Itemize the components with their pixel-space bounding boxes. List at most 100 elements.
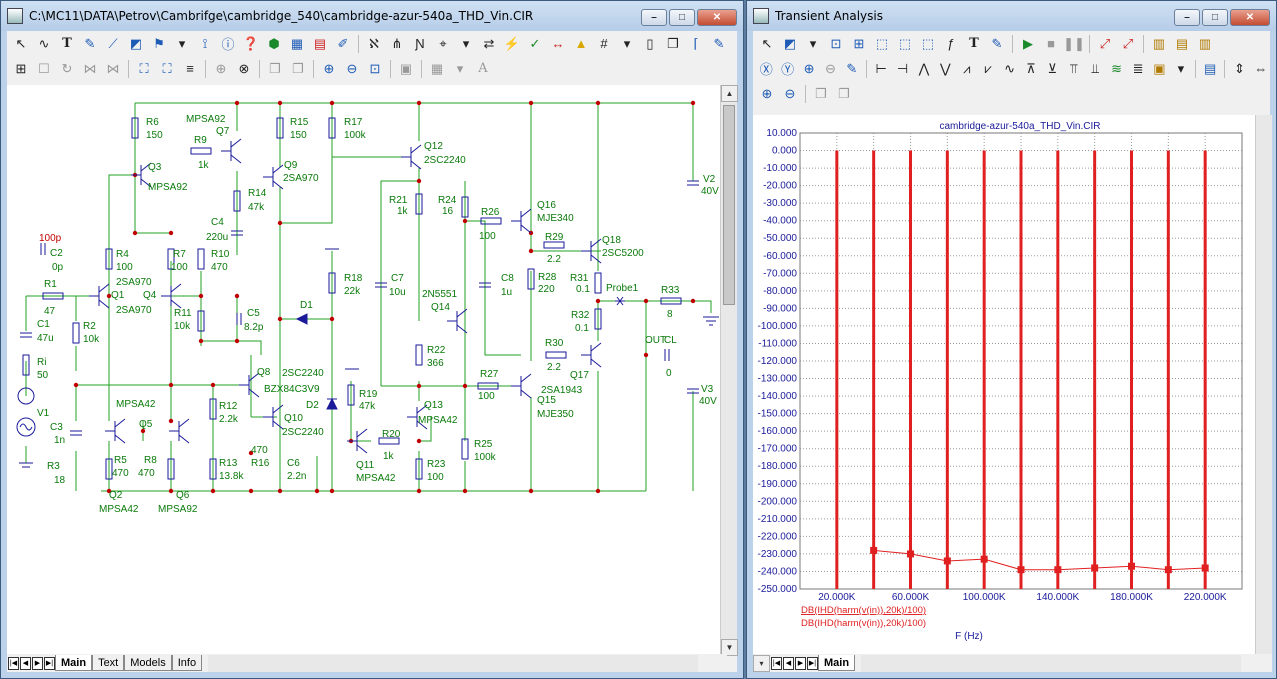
global-low-icon[interactable]: ⊻ (1047, 60, 1058, 76)
plot-tab-last-icon[interactable]: ▶| (807, 656, 818, 670)
conditions-icon[interactable]: ▾ (462, 35, 470, 51)
plot-paste-icon[interactable]: ❐ (838, 85, 850, 101)
animate-step-icon[interactable]: ⤢ (1122, 35, 1134, 51)
print-icon[interactable]: ▣ (399, 60, 413, 76)
same-y-icon[interactable]: ⇕ (1234, 60, 1245, 76)
dropdown-arrow-icon[interactable]: ▾ (178, 35, 186, 51)
node-voltages-icon[interactable]: ⋔ (391, 35, 403, 51)
tab-main[interactable]: Main (55, 655, 93, 671)
schematic-titlebar[interactable]: C:\MC11\DATA\Petrov\Cambrifge\cambridge_… (1, 1, 743, 31)
diagonal-wire-icon[interactable]: ⟋ (108, 35, 118, 51)
check-icon[interactable]: ✓ (529, 35, 541, 51)
tab-prev-icon[interactable]: ◀ (20, 656, 31, 670)
down-icon[interactable]: ⊕ (215, 60, 227, 76)
peak-icon[interactable]: ⋀ (918, 60, 930, 76)
maximize-button[interactable]: □ (669, 9, 695, 26)
properties-icon[interactable]: ✎ (713, 35, 725, 51)
text-mode-icon[interactable]: T (62, 36, 72, 51)
scroll-up-button[interactable]: ▲ (721, 85, 738, 102)
find-next-icon[interactable]: ⛶ (162, 60, 172, 76)
horizontal-tag-icon[interactable]: ⬚ (898, 35, 912, 51)
plot-tab-main[interactable]: Main (818, 655, 856, 671)
pin-connect-icon[interactable]: ⇄ (483, 35, 495, 51)
node-icon[interactable]: ⬢ (268, 35, 280, 51)
tab-last-icon[interactable]: ▶| (44, 656, 55, 670)
list-icon[interactable]: ▤ (1204, 60, 1217, 76)
plot-maximize-button[interactable]: □ (1202, 9, 1228, 26)
plot-hscroll[interactable] (861, 654, 1242, 672)
vertical-tag-icon[interactable]: ⬚ (921, 35, 935, 51)
power-icon[interactable]: ⌖ (439, 35, 447, 51)
select-mode-icon[interactable]: ↖ (15, 35, 27, 51)
plot-page-3-icon[interactable]: ▥ (1198, 35, 1212, 51)
scale-icon[interactable]: ⊡ (830, 35, 842, 51)
copy-page-icon[interactable]: ❐ (667, 35, 679, 51)
slope-icon[interactable]: ≋ (1111, 60, 1123, 76)
currents-icon[interactable]: Ɲ (415, 36, 425, 51)
rotate-icon[interactable]: ↻ (61, 60, 73, 76)
plot-page-2-icon[interactable]: ▤ (1175, 35, 1189, 51)
table-icon[interactable]: ▤ (313, 35, 327, 51)
plot-vscroll[interactable] (1255, 115, 1272, 656)
data-dropdown-icon[interactable]: ▾ (1177, 60, 1185, 76)
page-icon[interactable]: ▯ (646, 35, 654, 51)
plot-graphics-dropdown-icon[interactable]: ▾ (809, 35, 817, 51)
graphics-icon[interactable]: ◩ (129, 35, 143, 51)
animate-icon[interactable]: ⤢ (1099, 35, 1111, 51)
scroll-down-button[interactable]: ▼ (721, 639, 738, 656)
flag-icon[interactable]: ⚑ (153, 35, 165, 51)
arrows-icon[interactable]: ↔ (551, 36, 565, 51)
grid-text-icon[interactable]: ▦ (290, 35, 304, 51)
low-icon[interactable]: ⩗ (984, 60, 992, 76)
pin-icon[interactable]: ⟟ (202, 35, 208, 51)
plot-text-icon[interactable]: T (969, 36, 979, 51)
schematic-hscroll[interactable] (208, 654, 699, 672)
next-simulation-icon[interactable]: ≣ (1132, 60, 1144, 76)
grid-options-dropdown-icon[interactable]: ▾ (456, 60, 464, 76)
plot-select-icon[interactable]: ↖ (761, 35, 773, 51)
plot-tab-dropdown-icon[interactable]: ▾ (753, 654, 770, 672)
plot-tab-next-icon[interactable]: ▶ (795, 656, 806, 670)
plot-tab-first-icon[interactable]: |◀ (771, 656, 782, 670)
minimize-button[interactable]: – (641, 9, 667, 26)
zoom-y-icon[interactable]: Ⓨ (781, 62, 795, 77)
plot-zoom-in-icon[interactable]: ⊕ (761, 85, 773, 101)
valley-icon[interactable]: ⋁ (940, 60, 951, 76)
plot-titlebar[interactable]: Transient Analysis – □ ✕ (747, 1, 1276, 31)
zoom-out-icon[interactable]: ⊖ (346, 60, 358, 76)
cancel-icon[interactable]: ⊗ (238, 60, 250, 76)
plot-properties-icon[interactable]: ✎ (991, 35, 1003, 51)
cursor-icon[interactable]: ⊞ (853, 35, 865, 51)
point-tag-icon[interactable]: ⬚ (875, 35, 889, 51)
plot-graphics-icon[interactable]: ◩ (783, 35, 797, 51)
wire-mode-icon[interactable]: ✎ (84, 35, 96, 51)
zoom-in-icon[interactable]: ⊕ (323, 60, 335, 76)
zoom-restore-icon[interactable]: ⊖ (824, 60, 836, 76)
help-icon[interactable]: ❓ (242, 35, 260, 51)
close-button[interactable]: ✕ (697, 9, 737, 26)
bottom-icon[interactable]: ⫫ (1091, 60, 1099, 76)
pause-icon[interactable]: ❚❚ (1063, 35, 1085, 51)
component-mode-icon[interactable]: ∿ (38, 35, 50, 51)
same-x-icon[interactable]: ⇔ (1254, 61, 1268, 76)
plot-close-button[interactable]: ✕ (1230, 9, 1270, 26)
plot-minimize-button[interactable]: – (1174, 9, 1200, 26)
node-numbers-icon[interactable]: ℵ (369, 35, 379, 51)
lightning-icon[interactable]: ⚡ (503, 35, 521, 51)
stepping-icon[interactable]: ≡ (186, 61, 194, 76)
paste-icon[interactable]: ❐ (292, 60, 304, 76)
edit-icon[interactable]: ✐ (337, 35, 349, 51)
tab-next-icon[interactable]: ▶ (32, 656, 43, 670)
font-icon[interactable]: A (478, 61, 488, 76)
data-icon[interactable]: ▣ (1153, 60, 1166, 76)
plot-edit-icon[interactable]: ✎ (846, 60, 858, 76)
info-icon[interactable]: ⓘ (221, 37, 235, 52)
bracket-icon[interactable]: ⌈ (693, 35, 699, 51)
copy-icon[interactable]: ❐ (269, 60, 281, 76)
high-icon[interactable]: ⩘ (963, 60, 971, 76)
plot-page-1-icon[interactable]: ▥ (1152, 35, 1166, 51)
global-high-icon[interactable]: ⊼ (1026, 60, 1036, 76)
warning-icon[interactable]: ▲ (574, 36, 588, 51)
function-icon[interactable]: ƒ (947, 36, 955, 51)
